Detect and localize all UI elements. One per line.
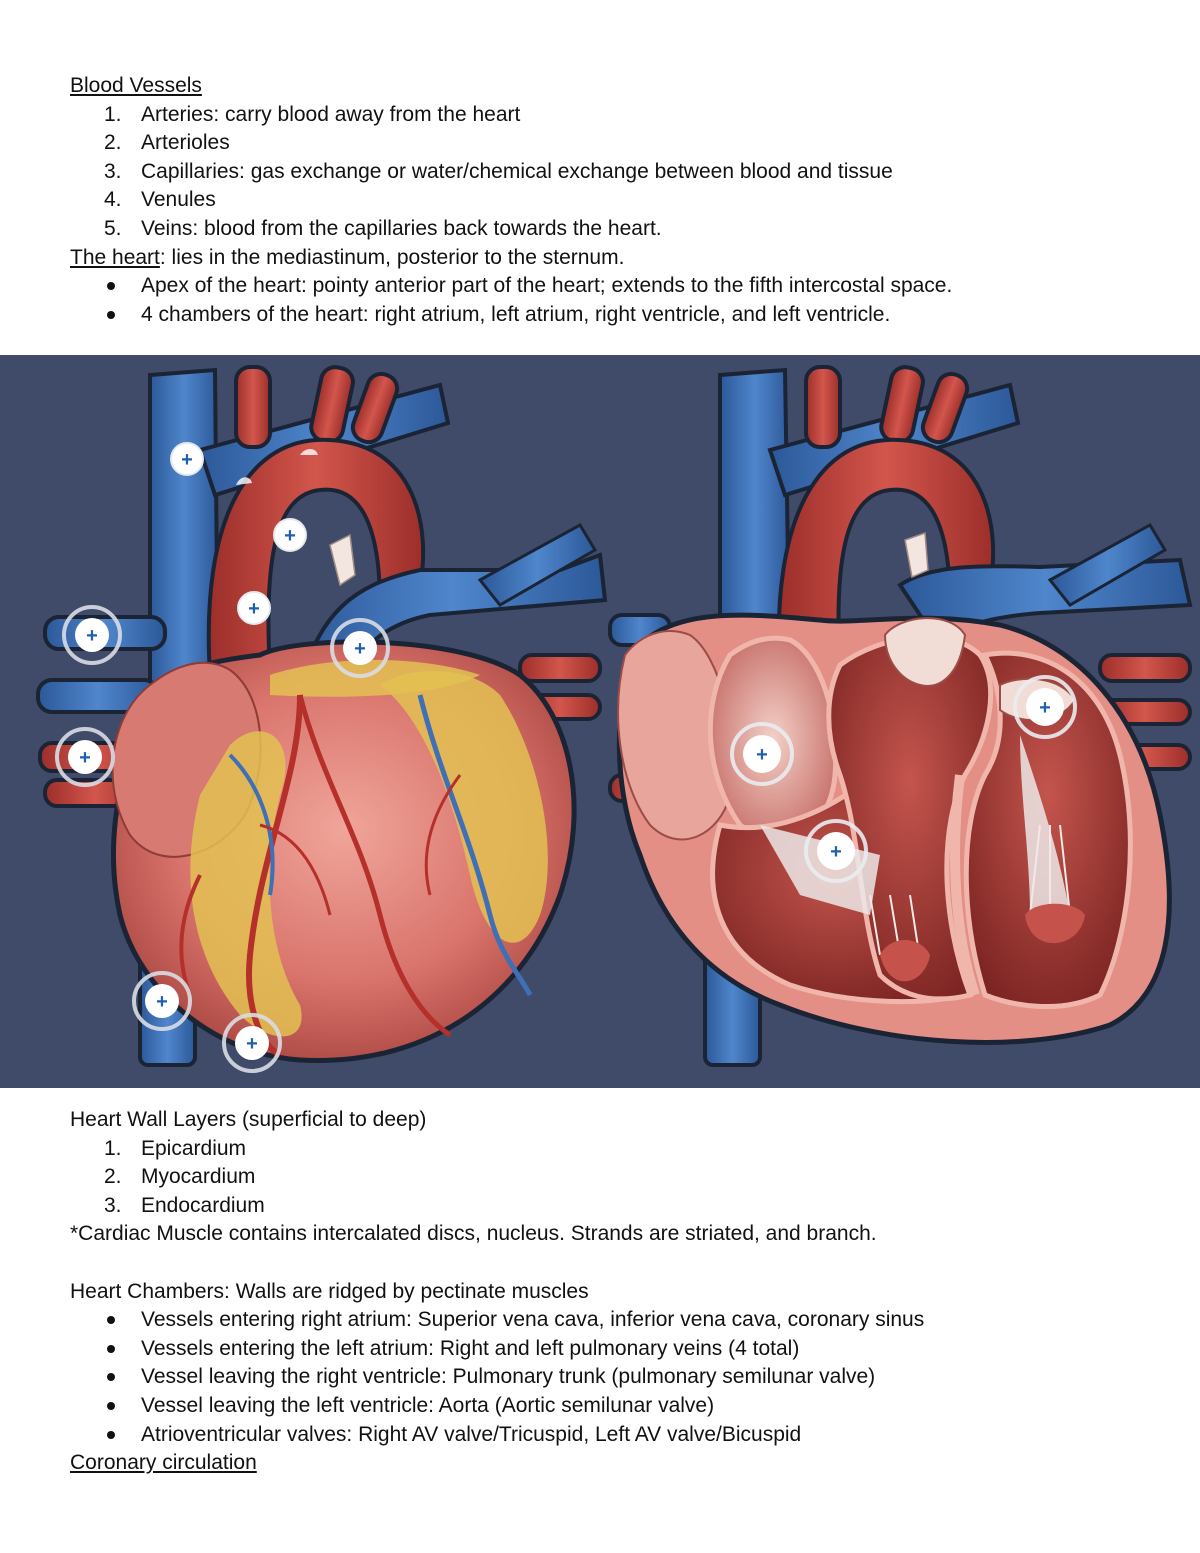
hotspot-button[interactable]: + xyxy=(330,618,390,678)
hotspot-button[interactable]: + xyxy=(730,722,794,786)
heart-illustration: + + + + + + + + + + + xyxy=(0,355,1200,1088)
hotspot-button[interactable]: + xyxy=(222,1013,282,1073)
svg-text:+: + xyxy=(756,744,768,766)
bullet-icon xyxy=(107,1401,115,1410)
blood-vessels-heading: Blood Vessels xyxy=(70,74,202,97)
svg-text:+: + xyxy=(86,625,98,647)
coronary-heading: Coronary circulation xyxy=(70,1451,257,1475)
hotspots: + + + + + + + + + + + xyxy=(55,442,1077,1073)
list-item: 3.Capillaries: gas exchange or water/che… xyxy=(104,159,893,183)
hotspot-button[interactable]: + xyxy=(1013,675,1077,739)
bullet-item: Atrioventricular valves: Right AV valve/… xyxy=(70,1421,1150,1450)
svg-text:+: + xyxy=(354,638,366,660)
bullet-item: Vessel leaving the right ventricle: Pulm… xyxy=(70,1363,1150,1392)
svg-text:+: + xyxy=(830,841,842,863)
list-item: 2.Arterioles xyxy=(104,131,230,155)
list-item: 1.Arteries: carry blood away from the he… xyxy=(104,102,521,126)
exterior-heart xyxy=(36,365,608,1067)
svg-text:+: + xyxy=(246,1033,258,1055)
list-item: 1.Epicardium xyxy=(104,1136,247,1160)
heart-intro: The heart: lies in the mediastinum, post… xyxy=(70,244,1150,273)
wall-layers-heading: Heart Wall Layers (superficial to deep) xyxy=(70,1108,427,1131)
bullet-icon xyxy=(107,1373,115,1382)
list-item: 5.Veins: blood from the capillaries back… xyxy=(104,216,662,240)
spacer xyxy=(70,1249,1150,1278)
svg-text:+: + xyxy=(284,525,296,547)
bullet-item: Vessels entering right atrium: Superior … xyxy=(70,1306,1150,1335)
hotspot-button[interactable]: + xyxy=(132,971,192,1031)
chambers-heading: Heart Chambers: Walls are ridged by pect… xyxy=(70,1279,589,1303)
svg-text:+: + xyxy=(79,747,91,769)
interior-heart xyxy=(608,365,1193,1067)
bullet-icon xyxy=(107,1430,115,1439)
hotspot-button[interactable]: + xyxy=(55,727,115,787)
hotspot-button[interactable]: + xyxy=(62,605,122,665)
list-item: 2.Myocardium xyxy=(104,1165,256,1189)
bullet-item: 4 chambers of the heart: right atrium, l… xyxy=(70,301,1150,330)
bullet-item: Vessels entering the left atrium: Right … xyxy=(70,1335,1150,1364)
hotspot-button[interactable]: + xyxy=(170,442,204,476)
svg-text:+: + xyxy=(156,991,168,1013)
top-notes: Blood Vessels 1.Arteries: carry blood aw… xyxy=(70,72,1150,329)
bullet-icon xyxy=(107,310,115,319)
list-item: 4.Venules xyxy=(104,188,216,212)
hotspot-button[interactable]: + xyxy=(237,591,271,625)
bullet-icon xyxy=(107,1344,115,1353)
bullet-item: Vessel leaving the left ventricle: Aorta… xyxy=(70,1392,1150,1421)
bullet-icon xyxy=(107,282,115,291)
hotspot-button[interactable]: + xyxy=(273,518,307,552)
svg-text:+: + xyxy=(248,598,260,620)
cardiac-muscle-note: *Cardiac Muscle contains intercalated di… xyxy=(70,1222,877,1246)
list-item: 3.Endocardium xyxy=(104,1193,265,1217)
heart-description: : lies in the mediastinum, posterior to … xyxy=(159,245,625,269)
svg-text:+: + xyxy=(181,449,193,471)
bottom-notes: Heart Wall Layers (superficial to deep) … xyxy=(70,1106,1150,1478)
heart-heading: The heart xyxy=(70,245,160,269)
bullet-icon xyxy=(107,1316,115,1325)
svg-text:+: + xyxy=(1039,697,1051,719)
bullet-item: Apex of the heart: pointy anterior part … xyxy=(70,272,1150,301)
hotspot-button[interactable]: + xyxy=(804,819,868,883)
